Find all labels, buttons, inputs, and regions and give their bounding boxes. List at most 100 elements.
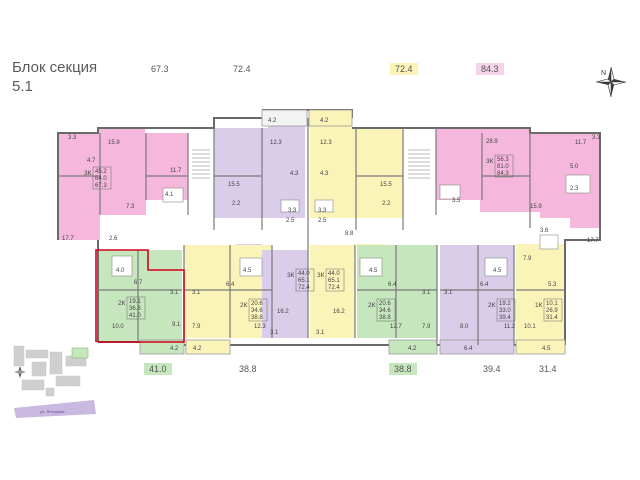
room-area-label: 3.1 — [422, 290, 431, 296]
apartment-fill-purple-center[interactable] — [214, 118, 305, 250]
room-area-label: 3.3 — [318, 208, 327, 214]
room-area-label: 6.4 — [388, 282, 397, 288]
apartment-fill-green-left[interactable] — [98, 250, 182, 342]
room-area-label: 4.5 — [542, 346, 551, 352]
room-area-label: 3.1 — [192, 290, 201, 296]
room-area-label: 11.7 — [170, 168, 182, 174]
room-area-label: 15.5 — [380, 182, 392, 188]
room-area-label: 12.3 — [320, 140, 332, 146]
apartment-area-value: 34.6 — [379, 308, 391, 314]
balcony-top-1[interactable] — [261, 109, 308, 127]
interior-walls — [58, 118, 565, 345]
room-area-label: 7.3 — [126, 204, 135, 210]
area-tag-bottom-4[interactable]: 39.4 — [483, 364, 501, 374]
apartment-info-box — [126, 296, 146, 320]
room-area-label: 15.5 — [228, 182, 240, 188]
balcony-bottom-1[interactable] — [139, 339, 185, 355]
area-tag-bottom-1[interactable]: 41.0 — [144, 363, 172, 375]
area-tag-top-3[interactable]: 72.4 — [390, 63, 418, 75]
room-area-label: 2.5 — [286, 218, 295, 224]
apartment-info-box — [543, 298, 563, 322]
apartment-area-value: 19.1 — [129, 299, 141, 305]
apartment-area-value: 67.3 — [95, 183, 107, 189]
room-area-label: 16.2 — [277, 309, 289, 315]
selected-apartment-outline[interactable] — [95, 249, 185, 343]
balcony-bottom-3[interactable] — [388, 339, 438, 355]
bathroom-fixtures — [111, 174, 591, 277]
room-area-label: 4.0 — [116, 268, 125, 274]
room-area-label: 12.3 — [254, 324, 266, 330]
room-area-label: 4.2 — [408, 346, 417, 352]
room-area-label: 3.3 — [68, 135, 77, 141]
title-line-2: 5.1 — [12, 78, 33, 95]
balconies — [139, 109, 566, 355]
apartment-area-value: 20.6 — [379, 301, 391, 307]
apartment-fill-yellow-right[interactable] — [516, 228, 565, 345]
room-area-label: 15.9 — [530, 204, 542, 210]
apartment-rooms-count: 2К — [118, 300, 126, 307]
corridor — [100, 140, 570, 244]
room-area-label: 4.5 — [369, 268, 378, 274]
apartment-fill-purple-lower[interactable] — [262, 250, 308, 338]
room-area-label: 4.2 — [320, 118, 329, 124]
apartment-info-box — [295, 268, 315, 292]
north-compass-icon: N — [595, 66, 627, 98]
room-area-label: 7.9 — [422, 324, 431, 330]
room-area-label: 3.5 — [452, 198, 461, 204]
room-area-label: 17.7 — [62, 236, 74, 242]
room-area-label: 2.2 — [232, 201, 241, 207]
room-area-label: 2.5 — [318, 218, 327, 224]
room-area-label: 3.1 — [444, 290, 453, 296]
apartment-rooms-count: 3К — [317, 272, 325, 279]
apartment-info-box — [325, 268, 345, 292]
apartment-fill-pink-left[interactable] — [58, 128, 188, 240]
balcony-bottom-2[interactable] — [185, 339, 231, 355]
area-tag-top-4[interactable]: 84.3 — [476, 63, 504, 75]
area-tag-bottom-5[interactable]: 31.4 — [539, 364, 557, 374]
apartment-area-value: 45.2 — [95, 169, 107, 175]
room-area-label: 11.2 — [504, 324, 516, 330]
balcony-bottom-5[interactable] — [515, 339, 566, 355]
apartment-rooms-count: 2К — [368, 302, 376, 309]
page-title: Блок секция 5.1 — [12, 58, 97, 96]
room-area-label: 17.7 — [587, 238, 599, 244]
room-area-label: 3.1 — [316, 330, 325, 336]
area-tag-top-1[interactable]: 67.3 — [151, 64, 169, 74]
area-tag-bottom-3[interactable]: 38.8 — [389, 363, 417, 375]
room-area-label: 4.1 — [165, 192, 174, 198]
apartment-area-value: 56.3 — [497, 157, 509, 163]
room-area-label: 3.1 — [170, 290, 179, 296]
area-tag-top-2[interactable]: 72.4 — [233, 64, 251, 74]
room-area-label: 10.1 — [524, 324, 536, 330]
apartment-fill-pink-right[interactable] — [436, 128, 600, 228]
apartment-rooms-count: 3К — [84, 170, 92, 177]
room-area-label: 7.9 — [523, 256, 532, 262]
apartment-rooms-count: 1К — [535, 302, 543, 309]
minimap-buildings — [13, 345, 87, 397]
balcony-top-2[interactable] — [308, 109, 353, 127]
room-area-label: 8.8 — [345, 231, 354, 237]
apartment-area-value: 33.0 — [499, 308, 511, 314]
apartment-area-value: 20.6 — [251, 301, 263, 307]
room-area-label: 2.6 — [109, 236, 118, 242]
apartment-fill-yellow-lower[interactable] — [310, 245, 355, 338]
balcony-bottom-4[interactable] — [439, 339, 515, 355]
room-area-label: 3.6 — [540, 228, 549, 234]
title-line-1: Блок секция — [12, 59, 98, 76]
site-minimap[interactable]: ул. Янтарная — [10, 342, 98, 418]
minimap-current-section[interactable] — [71, 347, 89, 359]
room-area-label: 7.9 — [192, 324, 201, 330]
apartment-area-value: 84.3 — [497, 171, 509, 177]
minimap-road — [14, 400, 96, 418]
area-tag-bottom-2[interactable]: 38.8 — [239, 364, 257, 374]
